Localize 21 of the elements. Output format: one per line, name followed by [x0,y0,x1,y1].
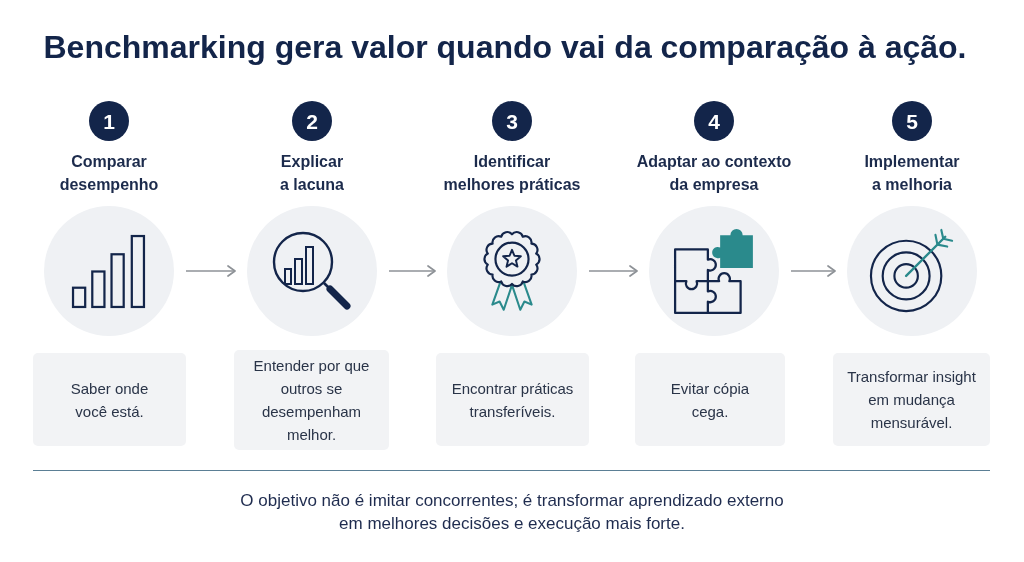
description-card: Encontrar práticas transferíveis. [436,353,589,446]
arrow [185,265,236,277]
step-title: Implementar a melhoria [863,152,961,195]
caption: O objetivo não é imitar concorrentes; é transformar aprendizado externo em melhores decisões e execução mais forte. [239,490,785,535]
step-title: Comparar desempenho [58,152,160,195]
step-title: Identificar melhores práticas [442,152,582,195]
arrow [388,265,436,277]
description-card: Transformar insight em mudança mensurável. [833,353,990,446]
step-title: Explicar a lacuna [279,152,345,195]
description-card: Saber onde você está. [33,353,186,446]
arrow [588,265,638,277]
step-number: 1 [89,101,129,141]
description-card: Entender por que outros se desempenham melhor. [234,350,389,450]
description-card: Evitar cópia cega. [635,353,785,446]
step-number: 4 [694,101,734,141]
step-title: Adaptar ao contexto da empresa [635,152,793,195]
step-number: 5 [892,101,932,141]
page-title: Benchmarking gera valor quando vai da comparação à ação. [43,28,967,67]
step-number: 3 [492,101,532,141]
step-number: 2 [292,101,332,141]
arrow [790,265,836,277]
